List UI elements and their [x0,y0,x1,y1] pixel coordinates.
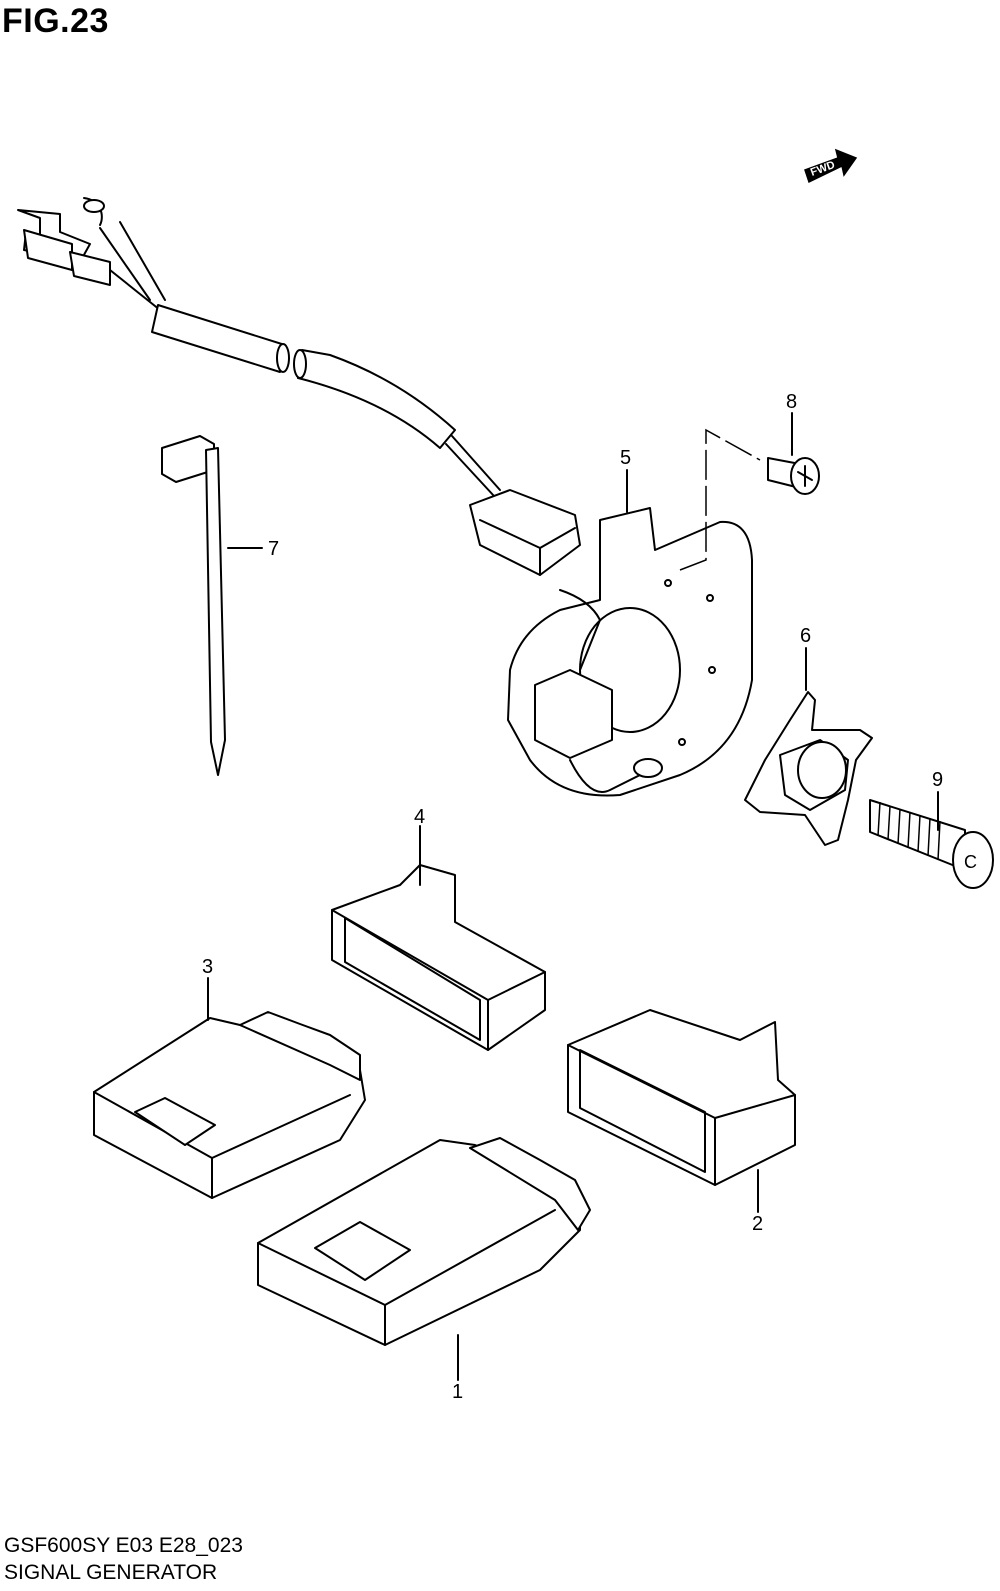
callout-9: 9 [932,769,943,791]
callout-3: 3 [202,956,213,978]
callout-2: 2 [752,1213,763,1235]
screw [679,428,820,571]
callout-7: 7 [268,538,279,560]
fwd-arrow-icon: FWD [804,148,858,184]
figure-name: SIGNAL GENERATOR [4,1561,218,1584]
callout-6: 6 [800,625,811,647]
cover-top [331,864,546,1051]
harness-connector [17,197,166,311]
cover-right [567,1009,796,1186]
leader-lines [207,412,939,1381]
svg-text:C: C [964,852,977,872]
callout-1: 1 [452,1381,463,1403]
rotor [744,691,873,846]
figure-title: FIG.23 [2,2,109,40]
callout-8: 8 [786,391,797,413]
model-code: GSF600SY E03 E28_023 [4,1534,243,1557]
callout-5: 5 [620,447,631,469]
module-small [93,1011,366,1199]
cable-tie [161,435,263,776]
callout-4: 4 [414,806,425,828]
signal-generator-plate [507,507,753,797]
bolt: C [869,799,994,889]
harness-tube [151,304,581,576]
module-large [257,1137,591,1346]
